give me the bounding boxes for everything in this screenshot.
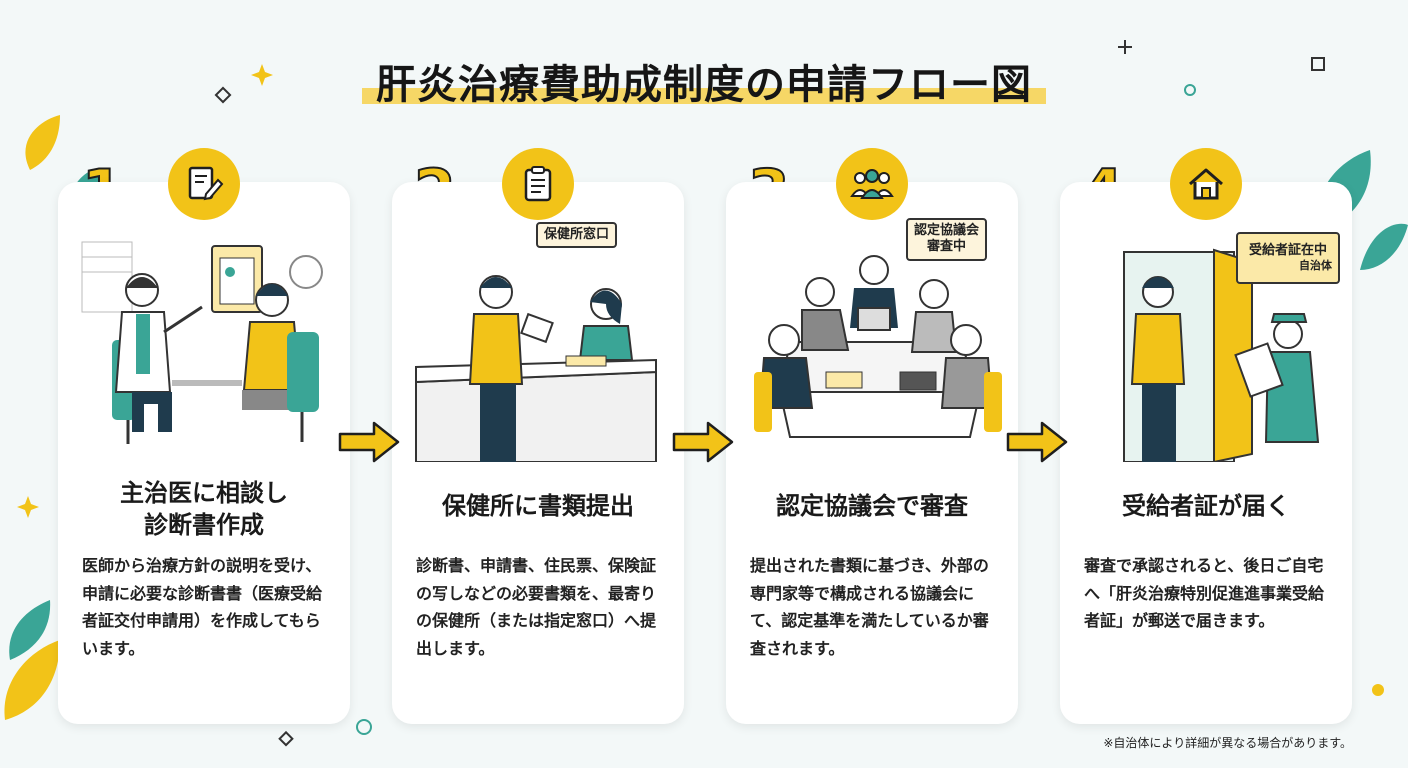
step-description-1: 医師から治療方針の説明を受け、申請に必要な診断書書（医療受給者証交付申請用）を作…	[82, 556, 323, 658]
certificate-delivery-illustration	[1123, 248, 1320, 462]
decoration-leaves-bottom-left	[4, 600, 60, 720]
step-card-4: 受給者証在中 自治体 受給者証が届く 審査で承認されると、後日ご自宅へ「肝炎治療…	[1060, 182, 1352, 724]
committee-sign-line1: 認定協議会	[914, 223, 980, 238]
step-card-3: 認定協議会 審査中 認定協議会で審査 提出された書類に基づき、外部の専門家等で構…	[726, 182, 1018, 724]
step-description-2: 診断書、申請書、住民票、保険証の写しなどの必要書類を、最寄りの保健所（または指定…	[416, 556, 657, 658]
step-icon-badge-1	[168, 148, 240, 220]
house-icon	[1189, 168, 1223, 200]
step-heading-3: 認定協議会で審査	[776, 492, 968, 520]
health-center-sign: 保健所窓口	[536, 222, 618, 249]
flow-arrow-2	[672, 421, 734, 463]
step-card-1: 主治医に相談し 診断書作成 医師から治療方針の説明を受け、申請に必要な診断書書（…	[58, 182, 350, 724]
title-container: 肝炎治療費助成制度の申請フロー図	[0, 52, 1408, 110]
health-center-counter-illustration	[415, 275, 657, 462]
step-icon-badge-3	[836, 148, 908, 220]
step-heading-2: 保健所に書類提出	[442, 492, 634, 520]
doctor-consultation-illustration	[81, 241, 323, 444]
step-icon-badge-4	[1170, 148, 1242, 220]
step-icon-badge-2	[502, 148, 574, 220]
step-description-3: 提出された書類に基づき、外部の専門家等で構成される協議会にて、認定基準を満たして…	[750, 556, 989, 658]
footnote: ※自治体により詳細が異なる場合があります。	[1103, 736, 1352, 750]
committee-meeting-illustration	[754, 255, 1002, 438]
flow-arrow-3	[1006, 421, 1068, 463]
step-heading-1-line2: 診断書作成	[144, 511, 264, 540]
page-title: 肝炎治療費助成制度の申請フロー図	[362, 52, 1046, 110]
certificate-card: 受給者証在中 自治体	[1236, 232, 1340, 284]
certificate-card-line2: 自治体	[1299, 259, 1332, 273]
flow-arrow-1	[338, 421, 400, 463]
step-card-2: 保健所窓口 保健所に書類提出 診断書、申請書、住民票、保険証の写しなどの必要書類…	[392, 182, 684, 724]
step-heading-1-line1: 主治医に相談し	[120, 479, 288, 507]
step-heading-4: 受給者証が届く	[1122, 492, 1290, 520]
document-pen-icon	[188, 166, 224, 201]
group-icon	[850, 169, 894, 199]
step-heading-1: 主治医に相談し 診断書作成	[58, 477, 350, 542]
clipboard-icon	[524, 166, 552, 202]
step-description-4: 審査で承認されると、後日ご自宅へ「肝炎治療特別促進進事業受給者証」が郵送で届きま…	[1084, 556, 1325, 631]
committee-sign-line2: 審査中	[927, 239, 967, 255]
certificate-card-line1: 受給者証在中	[1248, 243, 1327, 258]
committee-sign: 認定協議会 審査中	[906, 218, 988, 261]
